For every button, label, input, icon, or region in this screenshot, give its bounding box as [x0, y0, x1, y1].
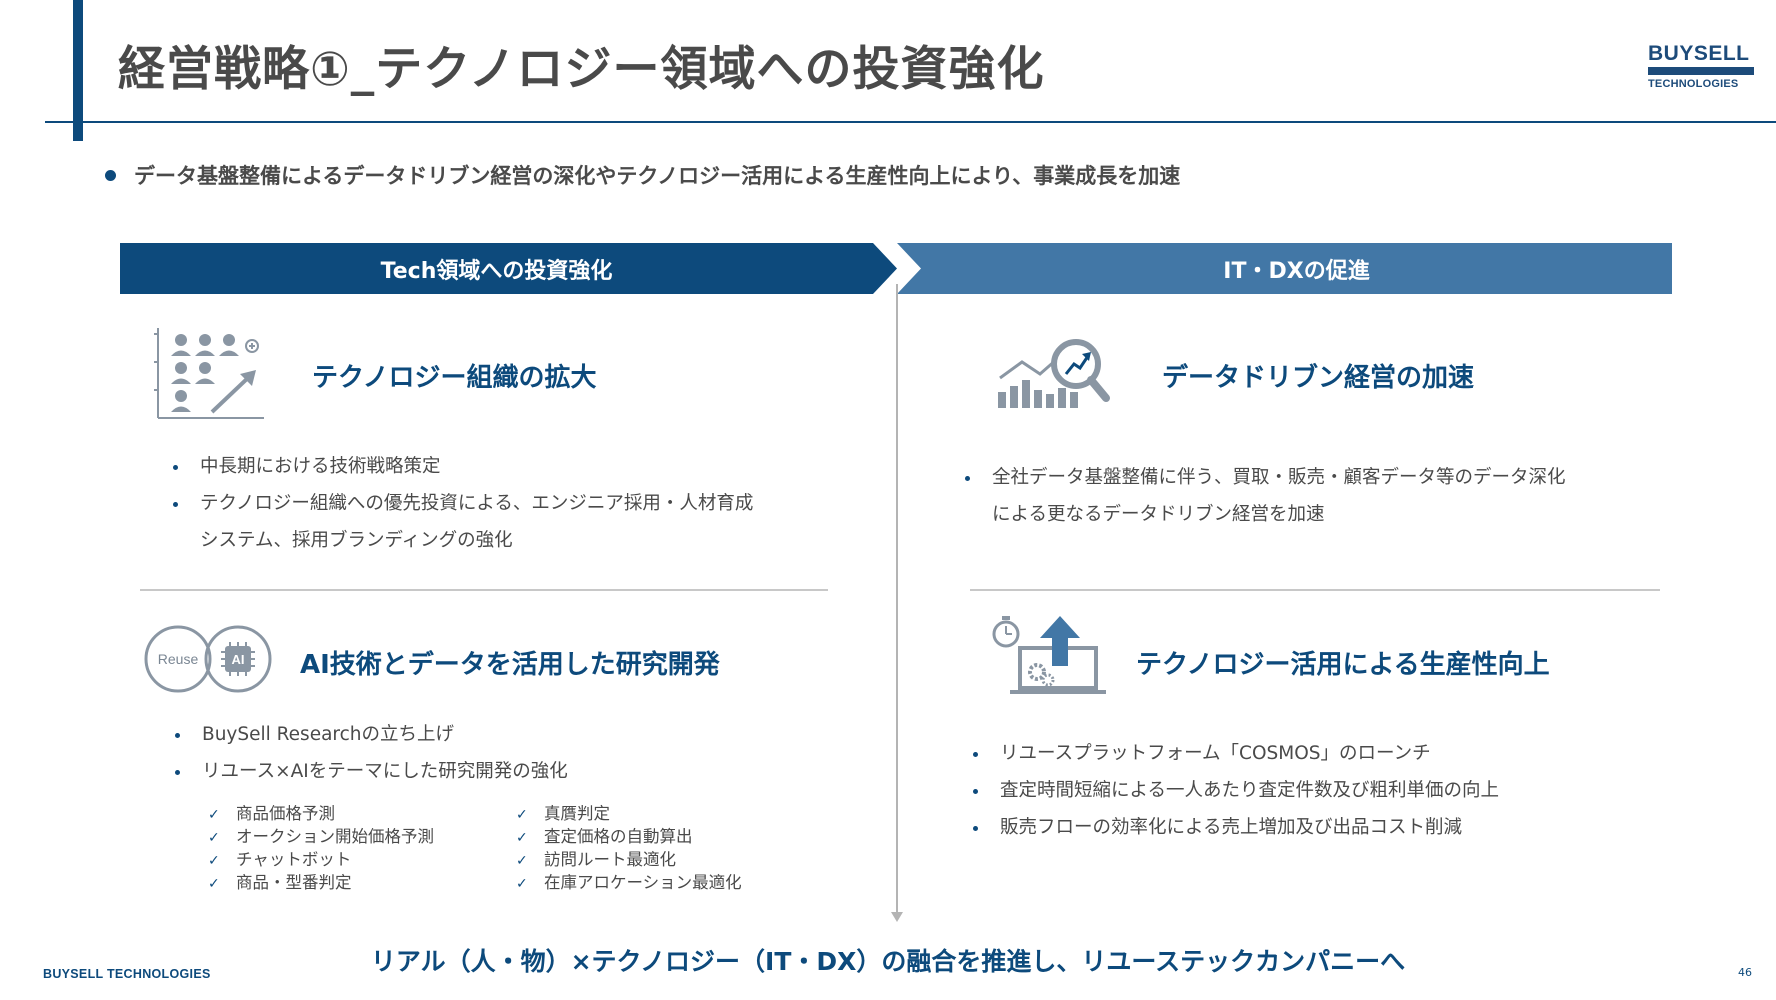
- check-icon: ✓: [208, 807, 220, 823]
- list-item: ✓訪問ルート最適化: [516, 849, 742, 872]
- productivity-bullets: リユースプラットフォーム「COSMOS」のローンチ 査定時間短縮による一人あたり…: [968, 735, 1499, 846]
- center-divider: [896, 284, 898, 914]
- ai-rnd-checks-right: ✓真贋判定 ✓査定価格の自動算出 ✓訪問ルート最適化 ✓在庫アロケーション最適化: [516, 803, 742, 895]
- section-title-productivity: テクノロジー活用による生産性向上: [1136, 650, 1550, 680]
- check-icon: ✓: [516, 830, 528, 846]
- list-item: 販売フローの効率化による売上増加及び出品コスト削減: [968, 809, 1499, 846]
- list-item: ✓商品・型番判定: [208, 872, 434, 895]
- reuse-icon-label: Reuse: [158, 651, 199, 667]
- list-item: ✓チャットボット: [208, 849, 434, 872]
- section-title-tech-org: テクノロジー組織の拡大: [312, 363, 597, 393]
- ai-rnd-bullets: BuySell Researchの立ち上げ リユース×AIをテーマにした研究開発…: [170, 716, 568, 790]
- section-title-ai-rnd: AI技術とデータを活用した研究開発: [300, 650, 720, 680]
- header-divider: [45, 121, 1776, 123]
- productivity-icon: [992, 616, 1106, 694]
- logo-text-top: BUYSELL: [1648, 42, 1750, 65]
- team-growth-icon: [154, 328, 264, 419]
- check-icon: ✓: [516, 876, 528, 892]
- ai-chip-label: AI: [232, 652, 245, 667]
- list-item: ✓商品価格予測: [208, 803, 434, 826]
- list-item: BuySell Researchの立ち上げ: [170, 716, 568, 753]
- reuse-ai-icon: Reuse AI: [144, 625, 272, 693]
- data-analysis-icon: [998, 339, 1110, 408]
- banner-it-dx-label: IT・DXの促進: [1223, 258, 1370, 284]
- footer-brand: BUYSELL TECHNOLOGIES: [43, 967, 211, 981]
- lead-text: データ基盤整備によるデータドリブン経営の深化やテクノロジー活用による生産性向上に…: [134, 164, 1181, 188]
- company-logo: BUYSELL TECHNOLOGIES: [1648, 43, 1754, 90]
- check-icon: ✓: [208, 876, 220, 892]
- list-item: テクノロジー組織への優先投資による、エンジニア採用・人材育成: [168, 485, 753, 522]
- list-item: ✓真贋判定: [516, 803, 742, 826]
- tech-org-bullets: 中長期における技術戦略策定 テクノロジー組織への優先投資による、エンジニア採用・…: [168, 448, 753, 559]
- section-title-data-driven: データドリブン経営の加速: [1162, 363, 1475, 393]
- list-item: リユースプラットフォーム「COSMOS」のローンチ: [968, 735, 1499, 772]
- data-driven-bullets: 全社データ基盤整備に伴う、買取・販売・顧客データ等のデータ深化 による更なるデー…: [960, 459, 1566, 533]
- list-item-continuation: システム、採用ブランディングの強化: [200, 530, 513, 551]
- list-item: ✓オークション開始価格予測: [208, 826, 434, 849]
- ai-rnd-checks-left: ✓商品価格予測 ✓オークション開始価格予測 ✓チャットボット ✓商品・型番判定: [208, 803, 434, 895]
- lead-bullet-icon: [105, 169, 116, 181]
- banner-tech-investment-label: Tech領域への投資強化: [380, 258, 613, 284]
- banner-it-dx: IT・DXの促進: [897, 243, 1672, 294]
- check-icon: ✓: [208, 853, 220, 869]
- check-icon: ✓: [516, 807, 528, 823]
- check-icon: ✓: [208, 830, 220, 846]
- logo-bar: [1648, 67, 1754, 75]
- down-arrow-icon: [891, 912, 903, 922]
- bottom-message: リアル（人・物）×テクノロジー（IT・DX）の融合を推進し、リユーステックカンパ…: [370, 947, 1406, 976]
- list-item-continuation: による更なるデータドリブン経営を加速: [992, 504, 1325, 525]
- list-item: 査定時間短縮による一人あたり査定件数及び粗利単価の向上: [968, 772, 1499, 809]
- logo-text-bottom: TECHNOLOGIES: [1648, 78, 1739, 90]
- accent-bar: [73, 0, 83, 141]
- page-title: 経営戦略①_テクノロジー領域への投資強化: [118, 42, 1045, 97]
- check-icon: ✓: [516, 853, 528, 869]
- left-divider: [140, 589, 828, 591]
- list-item: 全社データ基盤整備に伴う、買取・販売・顧客データ等のデータ深化: [960, 459, 1566, 496]
- list-item: 中長期における技術戦略策定: [168, 448, 753, 485]
- lead-statement: データ基盤整備によるデータドリブン経営の深化やテクノロジー活用による生産性向上に…: [105, 160, 1180, 190]
- right-divider: [970, 589, 1660, 591]
- list-item: ✓査定価格の自動算出: [516, 826, 742, 849]
- page-number: 46: [1738, 966, 1752, 979]
- list-item: リユース×AIをテーマにした研究開発の強化: [170, 753, 568, 790]
- banner-tech-investment: Tech領域への投資強化: [120, 243, 897, 294]
- list-item: ✓在庫アロケーション最適化: [516, 872, 742, 895]
